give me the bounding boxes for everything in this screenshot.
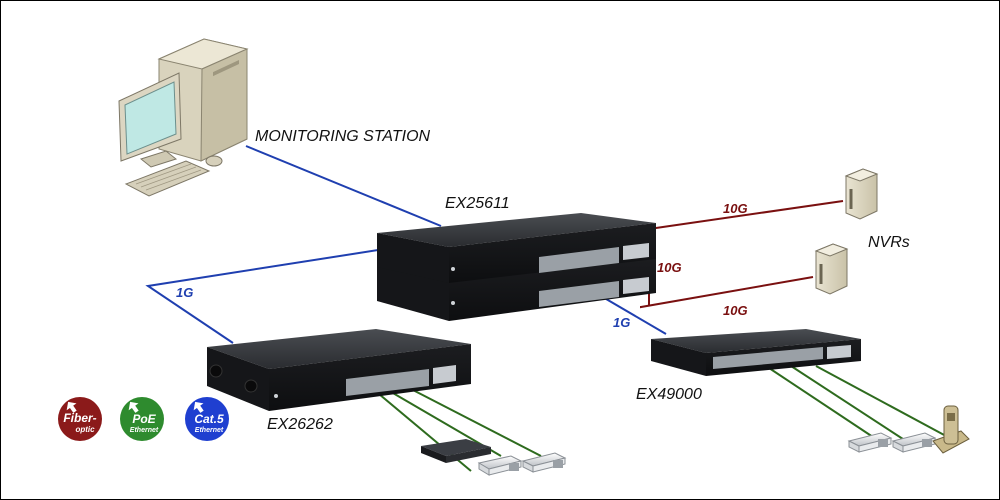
core-switch-label: EX25611 bbox=[445, 195, 510, 212]
link-monitor-core bbox=[245, 145, 442, 227]
ip-camera-right-2 bbox=[891, 432, 937, 453]
core-switch-stack bbox=[377, 213, 656, 321]
nvrs-label: NVRs bbox=[868, 234, 910, 251]
badge-fiber-optic: Fiber- optic bbox=[58, 397, 102, 441]
ip-camera-right-1 bbox=[847, 432, 893, 453]
ip-camera-left-2 bbox=[521, 452, 567, 473]
badge-cat5-line2: Ethernet bbox=[195, 427, 224, 434]
link-speed-nvr-bottom: 10G bbox=[723, 303, 748, 318]
badge-cat5-line1: Cat.5 bbox=[194, 412, 224, 426]
nvr-bottom bbox=[814, 243, 849, 295]
ip-camera-left-1 bbox=[477, 455, 523, 476]
badge-fiber-line1: Fiber- bbox=[63, 411, 96, 425]
badge-fiber-line2: optic bbox=[75, 425, 95, 434]
link-core-nvr-bottom bbox=[640, 276, 814, 309]
badge-poe-line1: PoE bbox=[132, 412, 156, 426]
link-speed-right-uplink: 1G bbox=[613, 315, 630, 330]
link-speed-left-uplink: 1G bbox=[176, 285, 193, 300]
badge-poe-line2: Ethernet bbox=[130, 427, 159, 434]
small-switch bbox=[421, 439, 491, 463]
nvr-top bbox=[844, 168, 879, 220]
link-core-left-switch bbox=[145, 247, 392, 344]
badge-poe-ethernet: PoE Ethernet bbox=[120, 397, 164, 441]
badge-cat5-ethernet: Cat.5 Ethernet bbox=[185, 397, 229, 441]
link-core-right-switch bbox=[600, 295, 667, 335]
right-switch-label: EX49000 bbox=[636, 386, 702, 403]
left-access-switch bbox=[207, 329, 471, 411]
link-speed-stack: 10G bbox=[657, 260, 682, 275]
ip-phone bbox=[932, 405, 970, 454]
left-switch-label: EX26262 bbox=[267, 416, 333, 433]
core-lower-ports bbox=[539, 281, 619, 307]
monitoring-station-label: MONITORING STATION bbox=[255, 128, 431, 145]
link-speed-nvr-top: 10G bbox=[723, 201, 748, 216]
monitoring-station-pc bbox=[118, 38, 249, 197]
poe-links-right bbox=[765, 365, 947, 442]
core-upper-ports bbox=[539, 247, 619, 273]
right-access-switch bbox=[651, 329, 861, 376]
